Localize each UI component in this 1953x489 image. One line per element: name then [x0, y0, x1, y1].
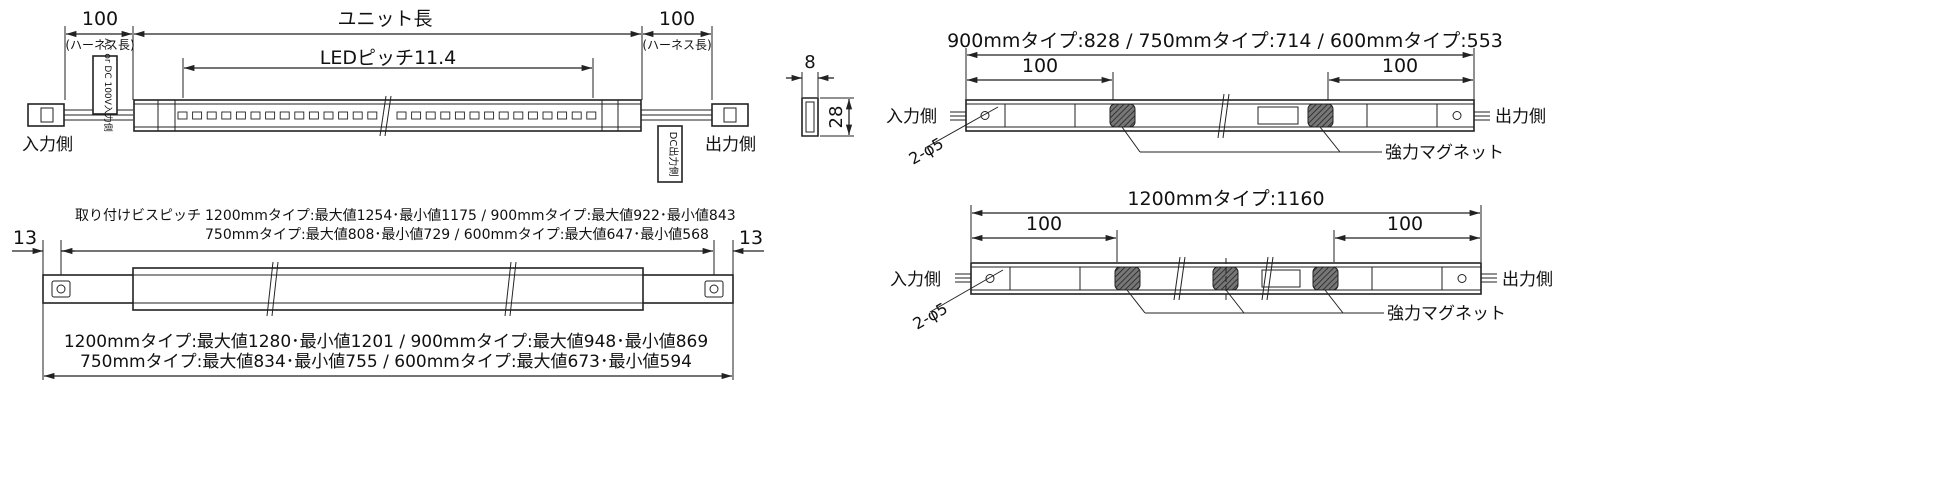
long-input-side: 入力側 — [890, 270, 941, 290]
end-profile — [801, 97, 819, 137]
end-width-dim: 8 — [804, 52, 815, 73]
led-chip — [571, 111, 582, 120]
input-harness-tag — [92, 55, 118, 115]
output-harness-tag — [657, 125, 683, 183]
short-output-side: 出力側 — [1495, 107, 1546, 127]
led-chip — [308, 111, 319, 120]
led-chip — [411, 111, 422, 120]
short-magnet-left — [1109, 103, 1136, 128]
left-harness-dim: 100 — [82, 8, 118, 30]
led-pitch-label: LEDピッチ11.4 — [320, 47, 457, 69]
mount-view: 取り付けビスピッチ 1200mmタイプ:最大値1254･最小値1175 / 90… — [12, 208, 764, 380]
screw-pitch-label: 取り付けビスピッチ — [75, 208, 201, 224]
short-right-dim: 100 — [1382, 55, 1418, 77]
long-magnet-left — [1114, 266, 1141, 291]
led-chip — [396, 111, 407, 120]
short-magnet-label: 強力マグネット — [1385, 143, 1504, 163]
led-chip — [250, 111, 261, 120]
overall-line-2: 750mmタイプ:最大値834･最小値755 / 600mmタイプ:最大値673… — [80, 352, 692, 372]
led-chip — [206, 111, 217, 120]
long-title: 1200mmタイプ:1160 — [1127, 188, 1324, 210]
output-side-label: 出力側 — [705, 135, 756, 155]
short-title: 900mmタイプ:828 / 750mmタイプ:714 / 600mmタイプ:5… — [947, 30, 1503, 52]
right-end-dim: 13 — [739, 227, 763, 249]
led-chip — [440, 111, 451, 120]
led-chip — [469, 111, 480, 120]
led-chip — [352, 111, 363, 120]
led-chip — [367, 111, 378, 120]
input-connector — [27, 103, 65, 127]
end-height-dim: 28 — [826, 106, 847, 129]
light-bar-body — [133, 99, 642, 132]
short-left-dim: 100 — [1022, 55, 1058, 77]
long-magnet-right — [1312, 266, 1339, 291]
pitch-line-1: 1200mmタイプ:最大値1254･最小値1175 / 900mmタイプ:最大値… — [205, 208, 736, 224]
mount-bar-body — [132, 267, 644, 311]
long-output-side: 出力側 — [1502, 270, 1553, 290]
led-chip — [454, 111, 465, 120]
left-harness-note: (ハーネス長) — [65, 38, 134, 52]
pitch-line-2: 750mmタイプ:最大値808･最小値729 / 600mmタイプ:最大値647… — [205, 227, 709, 243]
output-connector — [711, 103, 749, 127]
right-screw-hole — [709, 284, 719, 294]
end-view: 8 28 — [786, 52, 854, 137]
left-screw-hole — [56, 284, 66, 294]
led-chip — [425, 111, 436, 120]
led-chip — [542, 111, 553, 120]
led-chip — [484, 111, 495, 120]
short-input-side: 入力側 — [886, 107, 937, 127]
magnet-view-long: 1200mmタイプ:1160 100 100 入力側 出力側 2- — [890, 188, 1553, 333]
overall-line-1: 1200mmタイプ:最大値1280･最小値1201 / 900mmタイプ:最大値… — [64, 332, 708, 352]
right-harness-dim: 100 — [659, 8, 695, 30]
led-row — [177, 111, 597, 120]
led-chip — [221, 111, 232, 120]
led-chip — [586, 111, 597, 120]
output-connector-label: DC出力側 — [667, 132, 680, 177]
led-chip — [513, 111, 524, 120]
long-right-dim: 100 — [1387, 213, 1423, 235]
led-chip — [294, 111, 305, 120]
left-end-dim: 13 — [13, 227, 37, 249]
front-view: 100 (ハーネス長) ユニット長 100 (ハーネス長) LEDピッチ11.4… — [22, 8, 756, 183]
led-chip — [527, 111, 538, 120]
long-left-dim: 100 — [1026, 213, 1062, 235]
led-chip — [323, 111, 334, 120]
led-chip — [192, 111, 203, 120]
led-chip — [177, 111, 188, 120]
unit-length-label: ユニット長 — [337, 8, 432, 30]
led-chip — [338, 111, 349, 120]
right-harness-note: (ハーネス長) — [642, 38, 711, 52]
short-magnet-right — [1307, 103, 1334, 128]
long-magnet-label: 強力マグネット — [1387, 304, 1506, 324]
input-connector-label: AC or DC 100V入力側 — [102, 38, 114, 132]
magnet-view-short: 900mmタイプ:828 / 750mmタイプ:714 / 600mmタイプ:5… — [886, 30, 1546, 168]
led-chip — [279, 111, 290, 120]
led-chip — [235, 111, 246, 120]
led-chip — [498, 111, 509, 120]
led-chip — [557, 111, 568, 120]
led-chip — [265, 111, 276, 120]
input-side-label: 入力側 — [22, 135, 73, 155]
